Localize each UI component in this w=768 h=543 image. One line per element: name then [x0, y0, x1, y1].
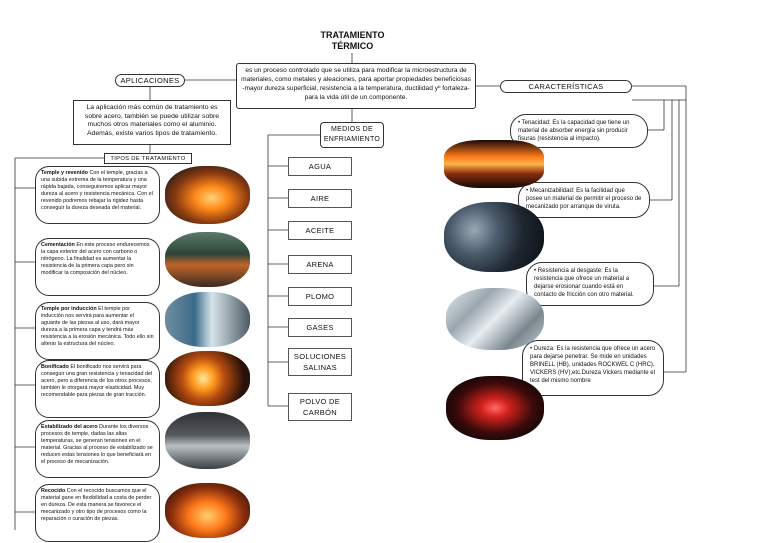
type-name: Bonificado: [41, 364, 69, 370]
char-resistencia-desgaste: • Resistencia al desgaste: Es la resiste…: [526, 262, 654, 306]
type-card-cementacion: Cementación En este proceso endurecemos …: [35, 238, 160, 296]
type-card-recocido: Recocido Con el recocido buscamos que el…: [35, 484, 160, 542]
medio-gases: GASES: [288, 318, 352, 337]
medio-polvo-carbon: POLVO DE CARBÓN: [288, 393, 352, 421]
recocido-photo: [165, 483, 250, 538]
type-text: En este proceso endurecemos la capa exte…: [41, 242, 150, 276]
char-mecanizabilidad: • Mecanizabilidad: Es la facilidad que p…: [518, 182, 650, 218]
medio-soluciones-salinas: SOLUCIONES SALINAS: [288, 348, 352, 376]
aplicaciones-label: APLICACIONES: [115, 74, 185, 87]
type-card-temple-revenido: Temple y revenido Con el temple, gracias…: [35, 166, 160, 224]
type-name: Recocido: [41, 488, 66, 494]
induction-photo: [165, 292, 250, 347]
medio-aceite: ACEITE: [288, 221, 352, 240]
type-name: Estabilizado del acero: [41, 424, 98, 430]
diagram-title: TRATAMIENTO TÉRMICO: [320, 30, 385, 51]
type-card-temple-induccion: Temple por inducción El temple por induc…: [35, 302, 160, 360]
type-card-bonificado: Bonificado El bonificado nos servirá par…: [35, 360, 160, 418]
type-text: Con el recocido buscamos que el material…: [41, 488, 152, 522]
type-text: Durante los diversos procesos de temple,…: [41, 424, 153, 465]
medio-agua: AGUA: [288, 157, 352, 176]
caracteristicas-label: CARACTERÍSTICAS: [500, 80, 632, 93]
cementation-photo: [165, 232, 250, 287]
medio-plomo: PLOMO: [288, 287, 352, 306]
tipos-label: TIPOS DE TRATAMIENTO: [104, 153, 192, 164]
definition-box: es un proceso controlado que se utiliza …: [236, 63, 476, 109]
medios-label: MEDIOS DE ENFRIAMIENTO: [320, 122, 384, 148]
char-tenacidad: • Tenacidad: Es la capacidad que tiene u…: [510, 114, 648, 148]
aplicaciones-description: La aplicación más común de tratamiento e…: [73, 100, 231, 145]
hot-bars-photo: [444, 140, 544, 188]
type-text: El temple por inducción nos servirá para…: [41, 306, 154, 347]
estabilizado-photo: [165, 412, 250, 469]
gears-photo: [444, 202, 544, 272]
char-dureza: • Dureza: Es la resistencia que ofrece u…: [522, 340, 664, 396]
bonificado-photo: [165, 351, 250, 406]
type-text: Con el temple, gracias a una subida extr…: [41, 170, 153, 211]
type-name: Cementación: [41, 242, 75, 248]
medio-aire: AIRE: [288, 189, 352, 208]
type-name: Temple y revenido: [41, 170, 88, 176]
type-card-estabilizado: Estabilizado del acero Durante los diver…: [35, 420, 160, 478]
type-text: El bonificado nos servirá para conseguir…: [41, 364, 153, 398]
shaft-photo: [446, 288, 544, 350]
induction-coil-photo: [446, 376, 544, 440]
medio-arena: ARENA: [288, 255, 352, 274]
type-name: Temple por inducción: [41, 306, 97, 312]
hot-steel-photo: [165, 166, 250, 224]
